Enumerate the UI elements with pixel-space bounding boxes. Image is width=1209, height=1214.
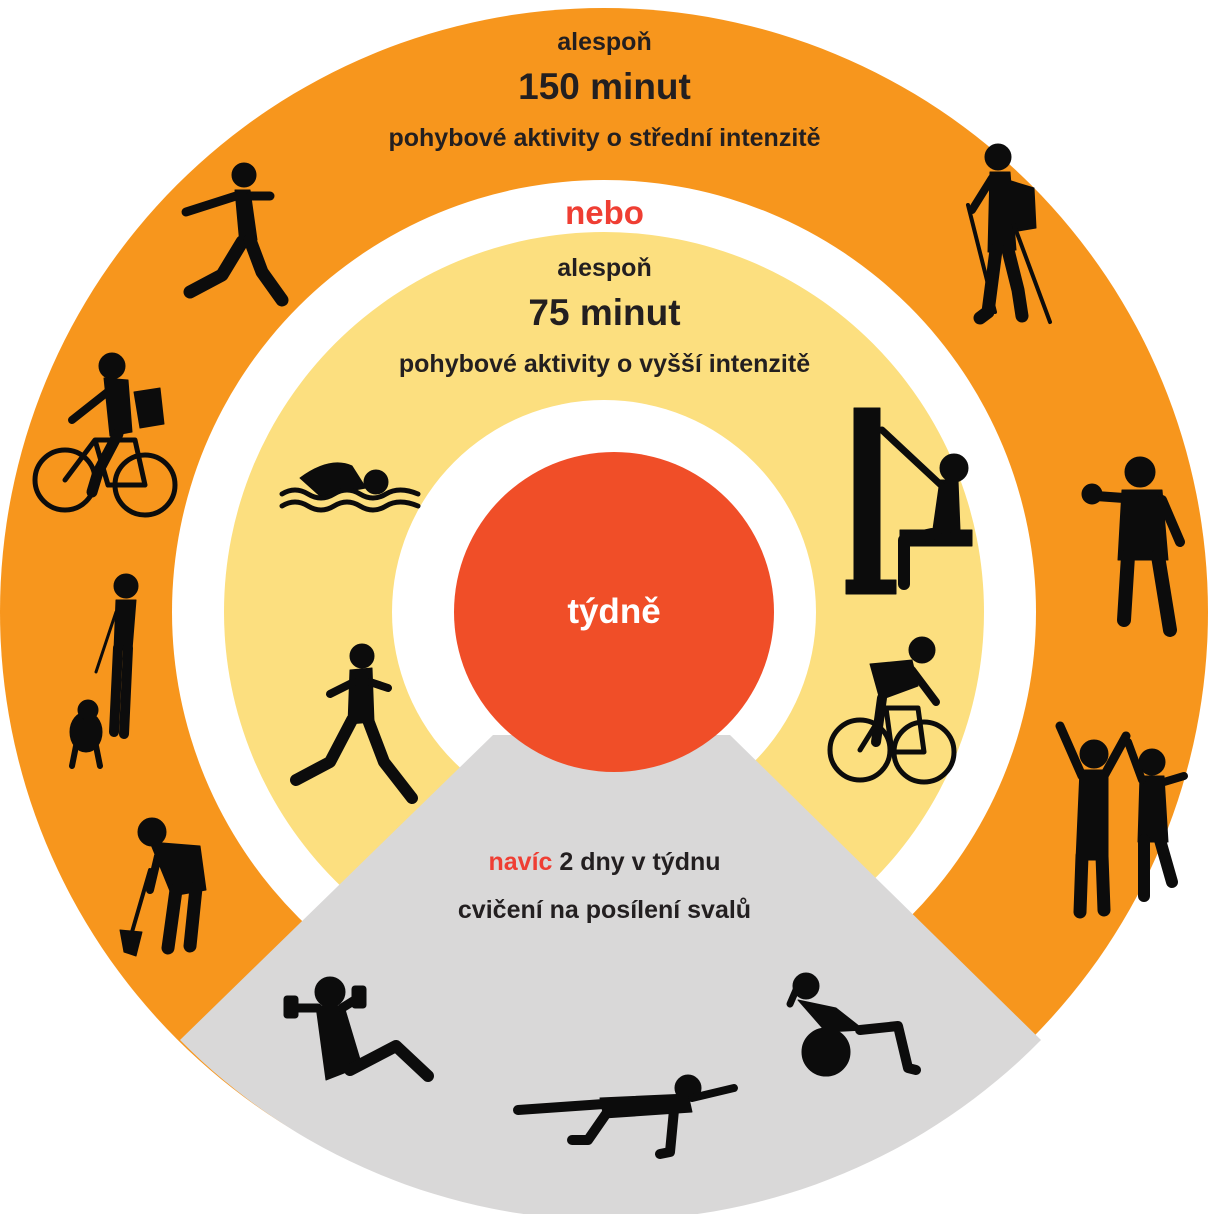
road-cycling-icon (827, 636, 957, 785)
strength-line-1: navíc 2 dny v týdnu (0, 848, 1209, 877)
gardening-icon (119, 817, 207, 957)
ball-crunch-icon (786, 972, 921, 1077)
strength-wedge (180, 735, 1041, 1214)
separator-label: nebo (565, 194, 644, 231)
vigorous-description: pohybové aktivity o vyšší intenzitě (398, 350, 811, 378)
table-tennis-icon (1081, 456, 1185, 637)
walking-icon (181, 162, 289, 307)
vigorous-label-top: alespoň (557, 254, 652, 282)
climbing-icon (845, 407, 973, 595)
strength-frequency: 2 dny v týdnu (552, 848, 721, 876)
moderate-minutes: 150 minut (518, 66, 691, 107)
moderate-label-top: alespoň (557, 28, 652, 56)
moderate-description: pohybové aktivity o střední intenzitě (388, 124, 821, 152)
vigorous-minutes: 75 minut (528, 292, 681, 333)
dancing-icon (1055, 721, 1188, 919)
swimming-icon (279, 462, 421, 513)
center-label: týdně (567, 592, 661, 631)
strength-line-2: cvičení na posílení svalů (457, 896, 752, 924)
center-circle (454, 452, 774, 772)
plank-exercise-icon (513, 1074, 738, 1159)
running-icon (290, 643, 418, 804)
strength-accent: navíc (488, 848, 553, 876)
dumbbell-crunch-icon (283, 976, 434, 1082)
dog-walking-icon (69, 573, 139, 769)
hiking-icon (966, 143, 1052, 325)
cycling-icon (32, 352, 178, 518)
